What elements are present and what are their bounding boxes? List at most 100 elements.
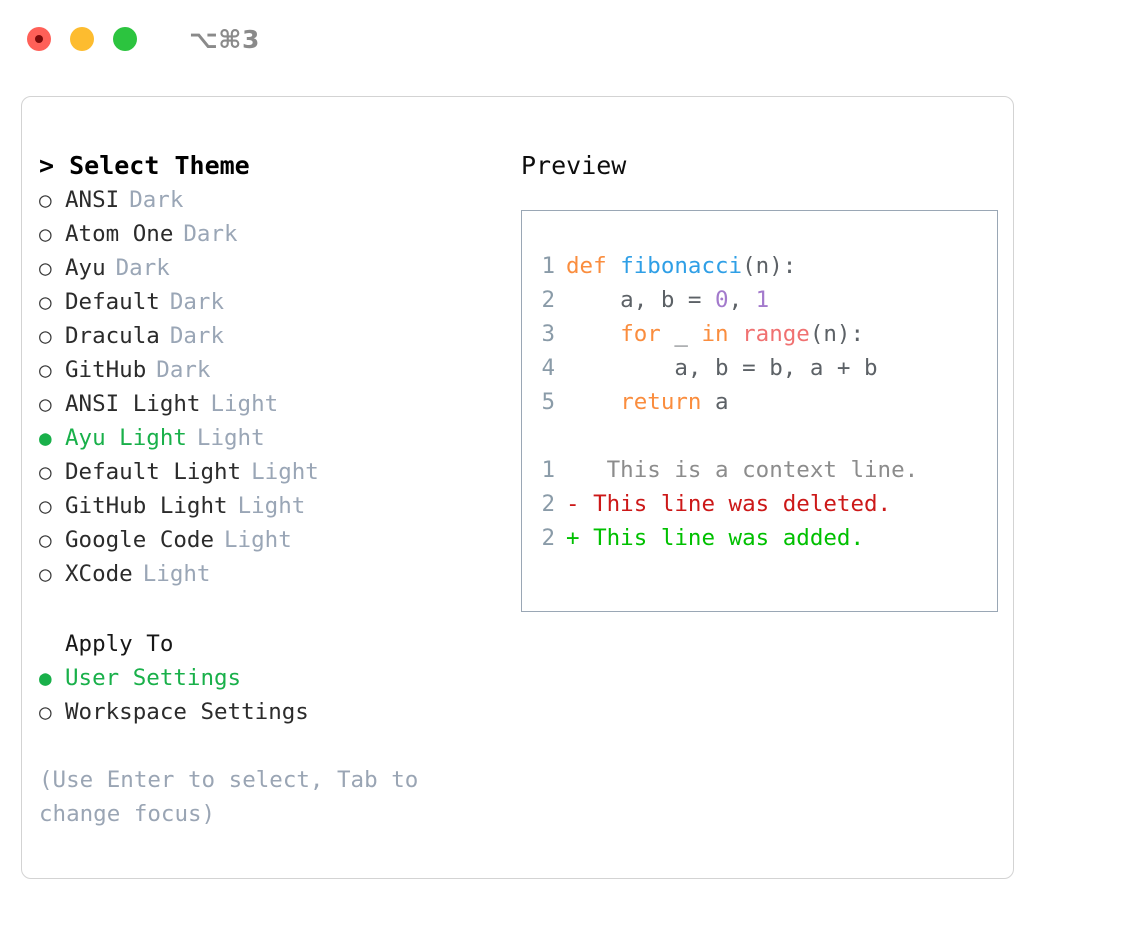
theme-option-google-code[interactable]: ○ Google Code Light xyxy=(39,523,507,557)
radio-unselected-icon: ○ xyxy=(39,494,52,518)
diff-line: 2+ This line was added. xyxy=(522,521,997,555)
theme-option-default[interactable]: ○ Default Dark xyxy=(39,285,507,319)
code-token-fn: fibonacci xyxy=(620,253,743,279)
theme-option-label: Ayu xyxy=(65,255,106,281)
theme-option-label: Default xyxy=(65,289,160,315)
theme-option-label: XCode xyxy=(65,561,133,587)
theme-option-github[interactable]: ○ GitHub Dark xyxy=(39,353,507,387)
code-token-call: range xyxy=(742,321,810,347)
radio-unselected-icon: ○ xyxy=(39,324,52,348)
theme-option-label: GitHub xyxy=(65,357,147,383)
code-token-pln: a, b = xyxy=(566,287,716,313)
theme-option-label: ANSI xyxy=(65,187,120,213)
radio-unselected-icon: ○ xyxy=(39,358,52,382)
diff-sample: 1 This is a context line.2- This line wa… xyxy=(522,453,997,555)
radio-selected-icon: ● xyxy=(39,426,52,450)
code-token-pln: a xyxy=(701,389,729,415)
theme-option-dracula[interactable]: ○ Dracula Dark xyxy=(39,319,507,353)
diff-line-text: This is a context line. xyxy=(566,457,919,483)
code-line-number: 2 xyxy=(541,287,555,313)
theme-option-tag: Dark xyxy=(129,187,184,213)
theme-option-label: ANSI Light xyxy=(65,391,201,417)
radio-unselected-icon: ○ xyxy=(39,528,52,552)
maximize-button-icon[interactable] xyxy=(113,27,137,51)
code-token-kw: return xyxy=(620,389,702,415)
theme-option-atom-one[interactable]: ○ Atom One Dark xyxy=(39,217,507,251)
theme-option-label: Ayu Light xyxy=(65,425,187,451)
code-line-text: a, b = b, a + b xyxy=(566,351,878,385)
radio-unselected-icon: ○ xyxy=(39,460,52,484)
code-line: 4 a, b = b, a + b xyxy=(522,351,997,385)
code-line: 3 for _ in range(n): xyxy=(522,317,997,351)
code-token-kw: in xyxy=(701,321,729,347)
close-button-icon[interactable] xyxy=(27,27,51,51)
code-line: 2 a, b = 0, 1 xyxy=(522,283,997,317)
code-line-text: def fibonacci(n): xyxy=(566,249,796,283)
theme-option-label: GitHub Light xyxy=(65,493,228,519)
theme-option-tag: Dark xyxy=(183,221,238,247)
theme-option-tag: Light xyxy=(224,527,292,553)
keyboard-hint-text: (Use Enter to select, Tab to change focu… xyxy=(39,767,419,827)
theme-option-label: Atom One xyxy=(65,221,174,247)
theme-option-tag: Light xyxy=(251,459,319,485)
window-controls xyxy=(27,27,137,51)
code-token-pln: a, b = b, a + b xyxy=(566,355,878,381)
title-bar: ⌥⌘3 xyxy=(0,0,1140,78)
theme-option-xcode[interactable]: ○ XCode Light xyxy=(39,557,507,591)
code-line-number: 4 xyxy=(541,355,555,381)
theme-option-tag: Light xyxy=(142,561,211,587)
code-token-pln: , xyxy=(728,287,756,313)
code-line-text: for _ in range(n): xyxy=(566,317,864,351)
theme-option-tag: Dark xyxy=(169,289,225,315)
code-token-pln xyxy=(729,321,743,347)
theme-option-tag: Dark xyxy=(156,357,211,383)
diff-line-number: 1 xyxy=(541,457,555,483)
diff-line-number: 2 xyxy=(541,491,555,517)
code-line: 1 def fibonacci(n): xyxy=(522,249,997,283)
select-theme-header: > Select Theme xyxy=(39,151,250,180)
theme-option-label: Default Light xyxy=(65,459,242,485)
apply-to-option-workspace-settings[interactable]: ○Workspace Settings xyxy=(39,695,507,729)
code-line-number: 5 xyxy=(541,389,555,415)
keyboard-shortcut-label: ⌥⌘3 xyxy=(189,24,260,54)
code-token-pln xyxy=(566,321,620,347)
radio-unselected-icon: ○ xyxy=(39,256,52,280)
code-line-number: 1 xyxy=(541,253,555,279)
radio-unselected-icon: ○ xyxy=(39,222,52,246)
minimize-button-icon[interactable] xyxy=(70,27,94,51)
code-token-pln: (n): xyxy=(809,321,865,347)
apply-to-header: Apply To xyxy=(65,631,174,657)
radio-unselected-icon: ○ xyxy=(39,562,52,586)
theme-option-tag: Dark xyxy=(169,323,225,349)
diff-line: 2- This line was deleted. xyxy=(522,487,997,521)
theme-option-default-light[interactable]: ○ Default Light Light xyxy=(39,455,507,489)
apply-to-option-user-settings[interactable]: ●User Settings xyxy=(39,661,507,695)
theme-option-ayu[interactable]: ○ Ayu Dark xyxy=(39,251,507,285)
recording-dot-icon xyxy=(35,35,43,43)
code-line-number: 3 xyxy=(541,321,555,347)
code-token-pln: _ xyxy=(660,321,702,347)
code-token-pln: (n): xyxy=(742,253,797,279)
code-token-num: 0 xyxy=(715,287,729,313)
diff-line: 1 This is a context line. xyxy=(522,453,997,487)
code-token-kw: def xyxy=(566,253,621,279)
theme-option-ansi[interactable]: ○ ANSI Dark xyxy=(39,183,507,217)
code-token-num: 1 xyxy=(755,287,770,313)
code-line-text: return a xyxy=(566,385,729,419)
theme-option-label: Dracula xyxy=(65,323,160,349)
radio-selected-icon: ● xyxy=(39,666,52,690)
code-token-pln xyxy=(566,389,620,415)
theme-option-tag: Dark xyxy=(115,255,170,281)
radio-unselected-icon: ○ xyxy=(39,188,52,212)
radio-unselected-icon: ○ xyxy=(39,290,52,314)
theme-option-label: Google Code xyxy=(65,527,215,553)
